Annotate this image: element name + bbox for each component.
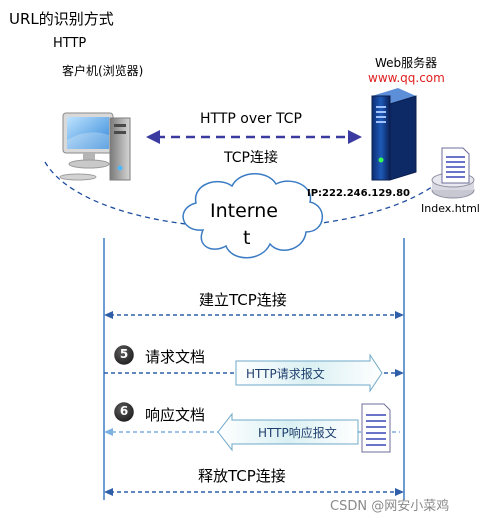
request-arrow <box>104 369 404 377</box>
internet-cloud-icon <box>182 173 324 259</box>
step5-badge <box>112 343 136 367</box>
diagram-title: URL的识别方式 <box>9 10 114 28</box>
watermark: CSDN @网安小菜鸡 <box>330 499 450 514</box>
channel-label-top: HTTP over TCP <box>200 111 302 127</box>
file-name: Index.html <box>421 202 480 215</box>
step5-label: 请求文档 <box>145 348 206 366</box>
server-ip: IP:222.246.129.80 <box>307 188 410 199</box>
internet-label-line2: t <box>243 227 251 249</box>
internet-label-line1: Interne <box>210 200 278 222</box>
step-release-label: 释放TCP连接 <box>198 467 286 485</box>
release-connection-arrow <box>104 488 404 496</box>
response-document-icon <box>361 403 391 453</box>
index-file-icon <box>431 147 475 199</box>
server-host: www.qq.com <box>368 71 445 85</box>
server-tower-icon <box>371 88 417 181</box>
step5-number: 5 <box>119 347 129 361</box>
response-message-box <box>217 412 359 452</box>
client-label: 客户机(浏览器) <box>62 64 144 78</box>
tcp-channel-arrow <box>146 130 362 144</box>
step6-label: 响应文档 <box>145 406 206 424</box>
establish-connection-arrow <box>104 311 404 319</box>
response-message-label: HTTP响应报文 <box>258 426 337 440</box>
request-message-label: HTTP请求报文 <box>246 367 325 381</box>
protocol-label: HTTP <box>53 36 87 51</box>
step-establish-label: 建立TCP连接 <box>199 291 287 309</box>
server-label: Web服务器 <box>375 56 438 70</box>
step6-badge <box>112 400 136 424</box>
channel-label-bottom: TCP连接 <box>224 150 278 166</box>
step6-number: 6 <box>119 404 129 418</box>
client-computer-icon <box>59 112 131 181</box>
request-message-box <box>235 353 383 393</box>
